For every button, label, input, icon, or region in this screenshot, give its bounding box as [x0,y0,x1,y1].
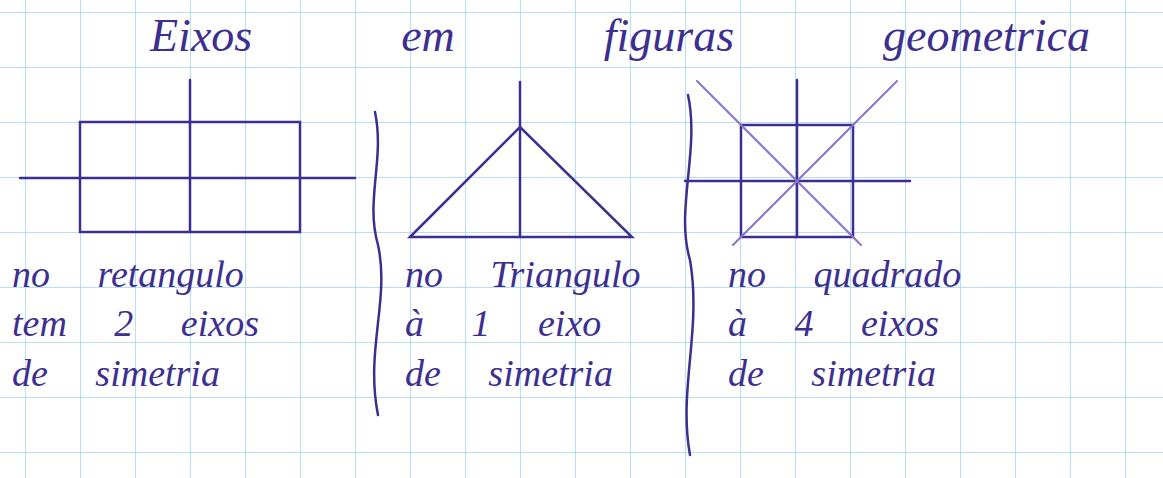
figure-note: no Triangulo à 1 eixo de simetria [405,250,667,398]
symmetry-axis [519,82,522,237]
figure-note: no retangulo tem 2 eixos de simetria [12,250,274,398]
symmetry-axis-diagonal [733,81,897,245]
symmetry-axis [796,80,799,237]
symmetry-axis-diagonal [697,81,861,245]
symmetry-axis [189,80,192,232]
page-title: Eixos em figuras geometrica [150,8,1090,63]
bracket [685,95,693,455]
figure-note: no quadrado à 4 eixos de simetria [728,250,990,398]
bracket [373,112,381,415]
symmetry-axis [20,177,355,180]
